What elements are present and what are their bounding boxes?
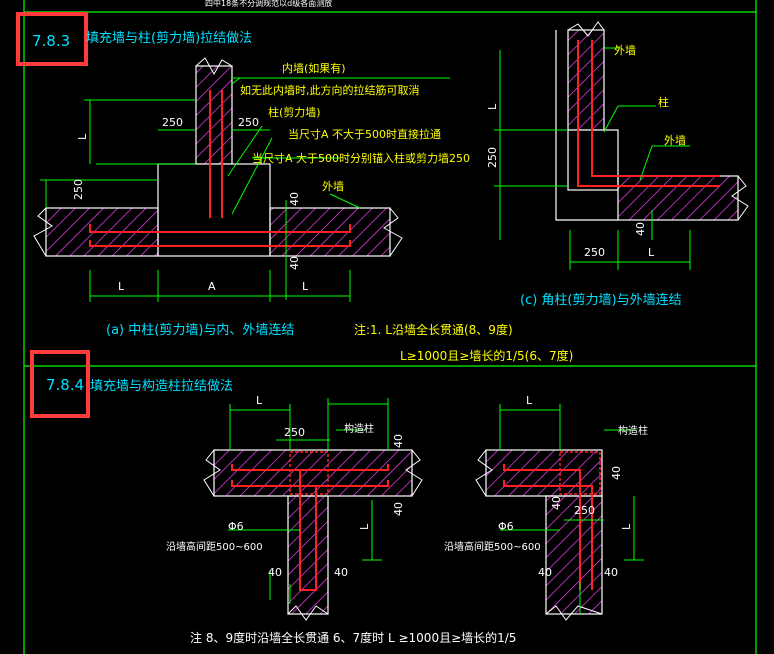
dim-40-c: 40: [634, 222, 647, 236]
dim-250-v: 250: [72, 179, 85, 200]
dim-250-a: 250: [162, 116, 183, 129]
d1-dim-40-r2: 40: [392, 502, 405, 516]
dim-250-b: 250: [238, 116, 259, 129]
section-title-a: 填充墙与柱(剪力墙)拉结做法: [86, 30, 252, 46]
detail-1-wall: [203, 449, 423, 621]
rebar-c: [577, 40, 720, 187]
label-column-c: 柱: [658, 95, 669, 109]
section-number-highlight-a: [16, 12, 88, 66]
d2-dim-L: L: [526, 394, 533, 407]
d1-phi6: Φ6: [228, 520, 244, 533]
label-outer-wall-a: 外墙: [322, 179, 344, 193]
dim-L1: L: [118, 280, 125, 293]
d1-dim-L: L: [256, 394, 263, 407]
label-no-inner-wall: 如无此内墙时,此方向的拉结筋可取消: [240, 83, 420, 97]
detail-1-rebar: [231, 464, 389, 591]
label-outer-wall-top-c: 外墙: [614, 43, 636, 57]
dim-A: A: [208, 280, 216, 293]
section-number-highlight-b: [30, 350, 90, 418]
dim-L-v-a: L: [76, 133, 89, 140]
d2-dim-40-r2: 40: [550, 496, 563, 510]
d2-dim-L-v: L: [620, 523, 633, 530]
dimension-lines-c: [494, 47, 691, 270]
detail-2-dims: [499, 404, 644, 614]
label-inner-wall: 内墙(如果有): [282, 61, 346, 75]
d1-dim-40-b2: 40: [334, 566, 348, 579]
bottom-note: 注 8、9度时沿墙全长贯通 6、7度时 L ≥1000且≥墙长的1/5: [190, 630, 516, 645]
d2-phi6: Φ6: [498, 520, 514, 533]
detail-2-wall: [475, 449, 603, 621]
note-line2: L≥1000且≥墙长的1/5(6、7度): [400, 348, 573, 363]
rebar-a: [89, 90, 351, 247]
section-number-a: 7.8.3: [32, 32, 70, 50]
d1-dim-L-v: L: [358, 523, 371, 530]
label-gt500: 当尺寸A 大于500时分别锚入柱或剪力墙250: [252, 151, 470, 165]
caption-c: (c) 角柱(剪力墙)与外墙连结: [520, 292, 682, 308]
d2-spacing: 沿墙高间距500~600: [444, 540, 541, 553]
d2-label-gzz: 构造柱: [618, 424, 648, 437]
dim-L2: L: [302, 280, 309, 293]
label-outer-wall-right-c: 外墙: [664, 133, 686, 147]
dim-250-v-c: 250: [486, 147, 499, 168]
caption-a: (a) 中柱(剪力墙)与内、外墙连结: [106, 322, 294, 338]
label-column-a: 柱(剪力墙): [268, 105, 321, 119]
column-a: [157, 163, 271, 257]
detail-1-dims: [228, 398, 389, 604]
dim-40-a: 40: [288, 192, 301, 206]
d1-dim-40-b1: 40: [268, 566, 282, 579]
d1-label-gzz: 构造柱: [344, 422, 374, 435]
section-title-b: 填充墙与构造柱拉结做法: [90, 378, 233, 394]
d2-dim-250: 250: [574, 504, 595, 517]
d1-dim-40-r1: 40: [392, 434, 405, 448]
section-number-b: 7.8.4: [46, 376, 84, 394]
d2-dim-40-r1: 40: [610, 466, 623, 480]
corner-column-c: [555, 21, 749, 221]
dim-40-b: 40: [288, 256, 301, 270]
dim-250-h-c: 250: [584, 246, 605, 259]
d1-spacing: 沿墙高间距500~600: [166, 540, 263, 553]
dim-L-v-c: L: [486, 103, 499, 110]
label-le500: 当尺寸A 不大于500时直接拉通: [288, 127, 441, 141]
d1-dim-250: 250: [284, 426, 305, 439]
dim-L-h-c: L: [648, 246, 655, 259]
d2-dim-40-b2: 40: [604, 566, 618, 579]
dimension-lines-a: [40, 77, 450, 302]
d2-dim-40-b1: 40: [538, 566, 552, 579]
inner-wall-a: [195, 57, 233, 165]
note-line1: 注:1. L沿墙全长贯通(8、9度): [354, 322, 513, 337]
top-caption: 四中18条不分调规范以d级各面测放: [205, 0, 332, 8]
drawing-frame: [23, 0, 757, 654]
detail-2-rebar: [503, 464, 593, 590]
